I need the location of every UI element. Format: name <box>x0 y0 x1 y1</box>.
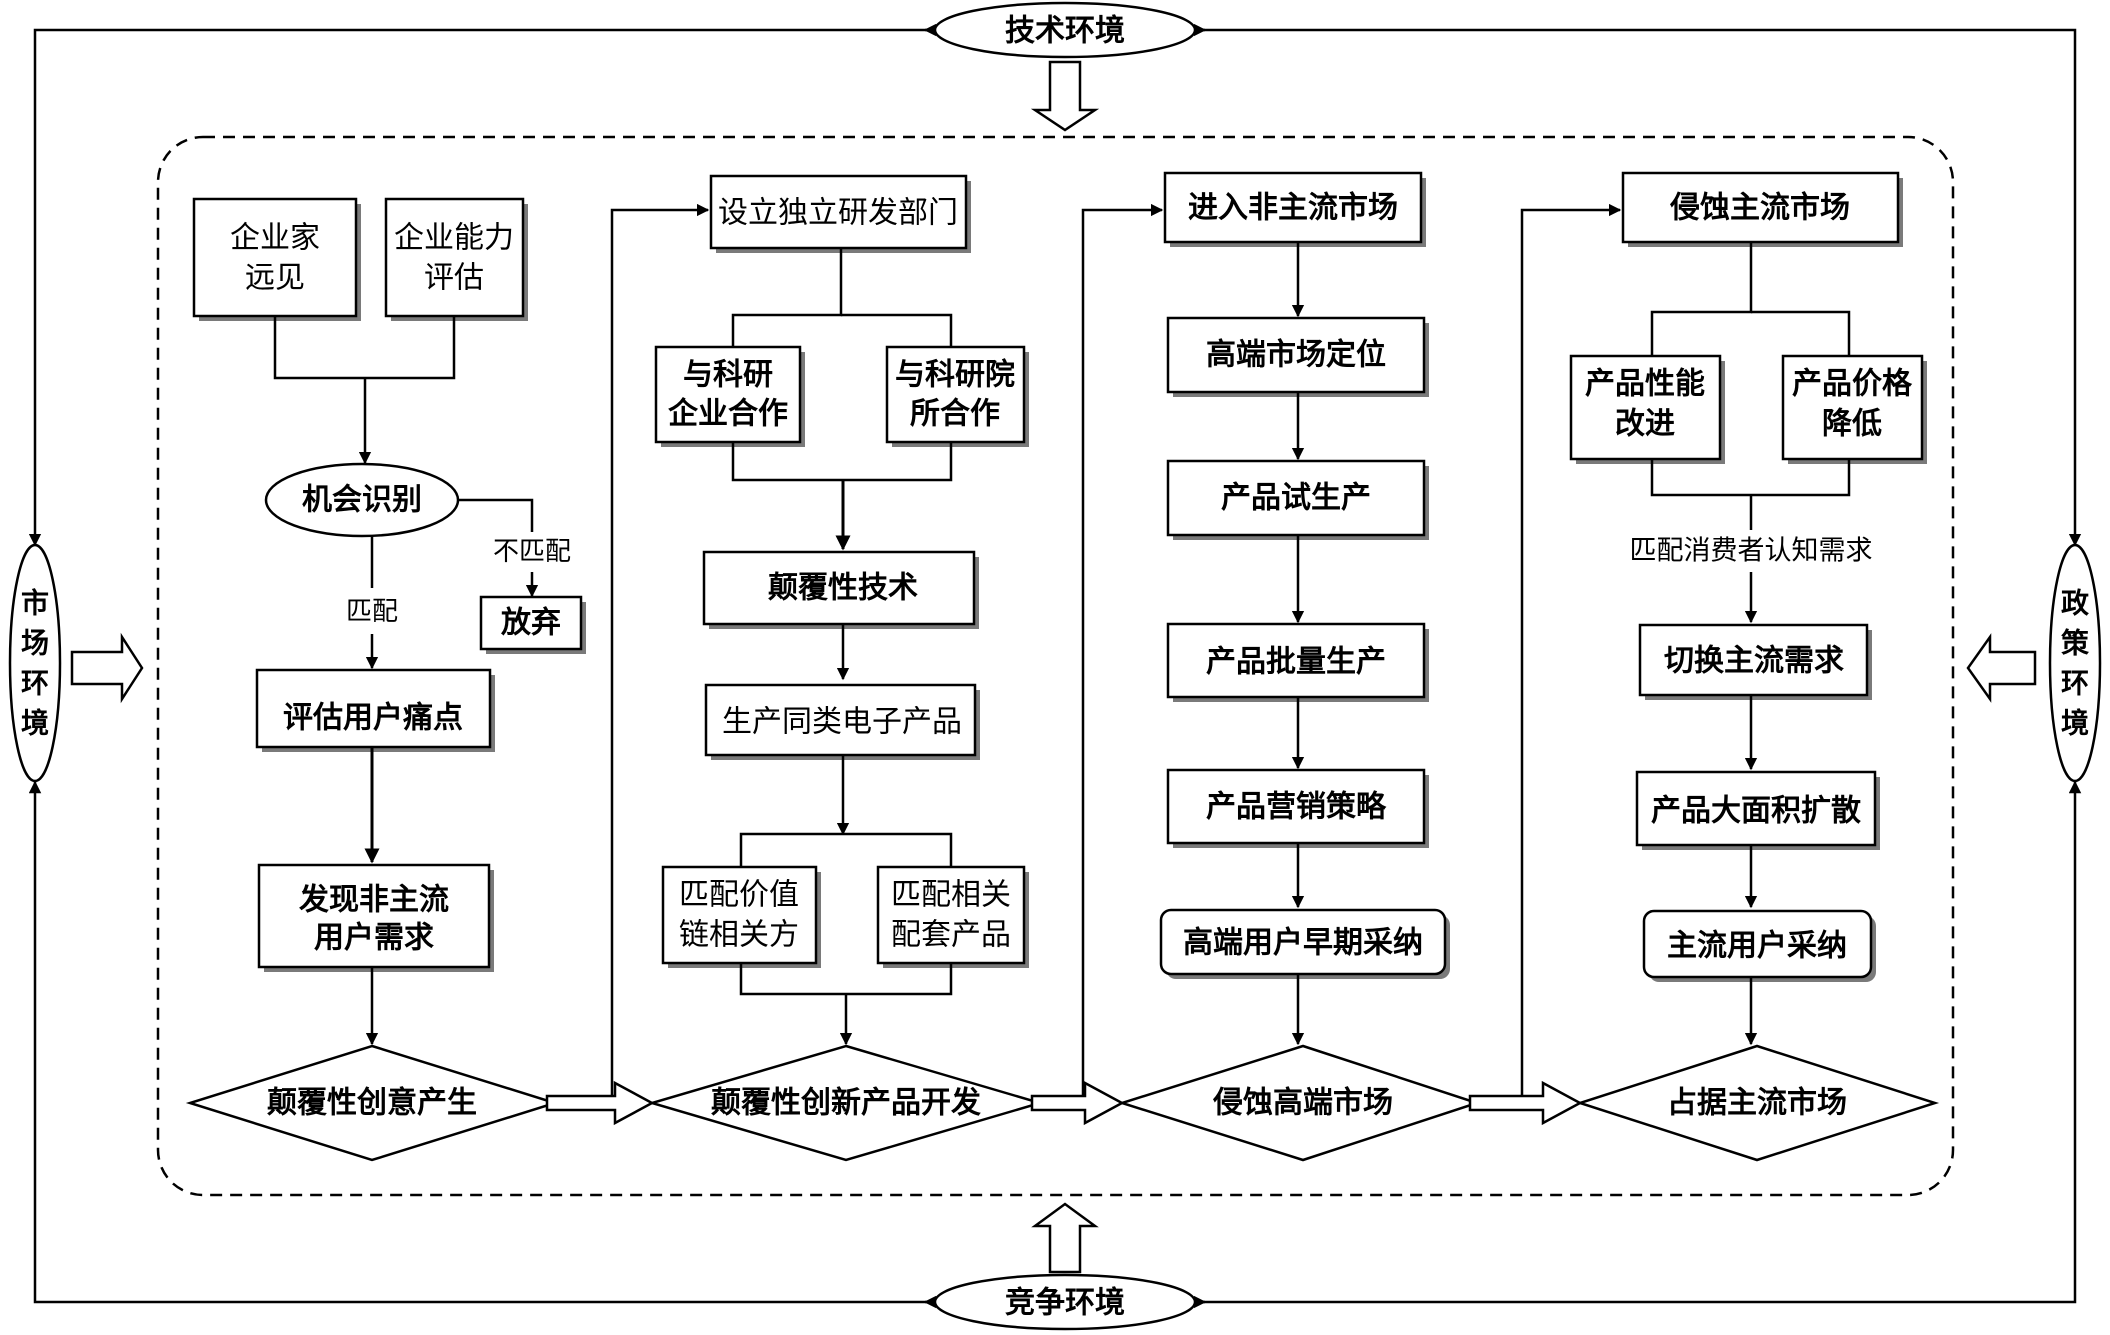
col3-positioning-box: 高端市场定位 <box>1166 316 1429 397</box>
policy-env-char-3: 环 <box>2061 667 2089 700</box>
col3-trial-label: 产品试生产 <box>1221 481 1371 516</box>
policy-env-char-1: 政 <box>2061 587 2089 620</box>
col4-switch-box: 切换主流需求 <box>1638 623 1872 700</box>
col3-adoption-box: 高端用户早期采纳 <box>1159 908 1450 979</box>
col2-tech-box: 颠覆性技术 <box>702 550 979 629</box>
col1-stage-label: 颠覆性创意产生 <box>267 1086 477 1121</box>
col2-supporting-line-2: 配套产品 <box>891 918 1011 953</box>
col4-erode-box: 侵蚀主流市场 <box>1621 171 1903 247</box>
col2-supporting-box: 匹配相关 配套产品 <box>876 865 1029 968</box>
col4-price-box: 产品价格 降低 <box>1781 354 1927 464</box>
col1-capability-line-1: 企业能力 <box>394 221 514 256</box>
col3-enter-box: 进入非主流市场 <box>1163 171 1426 247</box>
stage-arrows <box>545 1080 1583 1126</box>
col3-trial-box: 产品试生产 <box>1166 459 1429 540</box>
col3-marketing-label: 产品营销策略 <box>1206 790 1387 825</box>
tech-env-node: 技术环境 <box>933 1 1197 59</box>
col1-discover-box: 发现非主流 用户需求 <box>257 863 494 972</box>
col1-entrepreneur-box: 企业家 远见 <box>192 197 361 321</box>
col4-performance-line-1: 产品性能 <box>1585 367 1705 402</box>
inner-boundary <box>156 135 1955 1197</box>
col2-tech-label: 颠覆性技术 <box>768 571 918 606</box>
col4-stage-label: 占据主流市场 <box>1667 1086 1847 1121</box>
col2-produce-box: 生产同类电子产品 <box>704 683 980 760</box>
market-env-char-1: 市 <box>21 587 49 620</box>
col4-price-line-1: 产品价格 <box>1792 367 1913 402</box>
col2-coop-enterprise-line-1: 与科研 <box>683 358 773 393</box>
col1-discover-line-1: 发现非主流 <box>298 883 449 918</box>
col1-abandon-label: 放弃 <box>500 606 561 641</box>
col4-adoption-label: 主流用户采纳 <box>1667 929 1847 964</box>
col4-performance-box: 产品性能 改进 <box>1569 354 1725 464</box>
col3-stage-diamond: 侵蚀高端市场 <box>1117 1044 1482 1162</box>
col2-value-chain-box: 匹配价值 链相关方 <box>661 865 821 968</box>
col4-adoption-box: 主流用户采纳 <box>1642 909 1876 982</box>
col1-entrepreneur-line-2: 远见 <box>245 261 305 296</box>
col4-erode-label: 侵蚀主流市场 <box>1669 191 1850 226</box>
col2-coop-enterprise-line-2: 企业合作 <box>668 397 788 432</box>
col2-produce-label: 生产同类电子产品 <box>722 705 962 740</box>
market-env-node: 市 场 环 境 <box>8 543 62 783</box>
market-env-char-3: 环 <box>21 667 49 700</box>
col2-rd-box: 设立独立研发部门 <box>709 174 971 253</box>
col2-coop-institute-box: 与科研院 所合作 <box>885 345 1029 447</box>
col1-opportunity-label: 机会识别 <box>302 483 422 518</box>
col2-stage-diamond: 颠覆性创新产品开发 <box>647 1044 1045 1162</box>
col4-match-demand-label: 匹配消费者认知需求 <box>1630 536 1873 567</box>
col1-opportunity-node: 机会识别 <box>264 462 460 538</box>
col4-diffusion-label: 产品大面积扩散 <box>1651 794 1861 829</box>
col1-entrepreneur-line-1: 企业家 <box>230 221 320 256</box>
market-env-char-4: 境 <box>21 707 49 740</box>
col1-match-label: 匹配 <box>346 597 398 627</box>
policy-env-char-4: 境 <box>2061 707 2089 740</box>
col2-value-chain-line-2: 链相关方 <box>679 918 799 953</box>
col3-enter-label: 进入非主流市场 <box>1188 191 1398 226</box>
col2-stage-label: 颠覆性创新产品开发 <box>711 1086 981 1121</box>
col2-supporting-line-1: 匹配相关 <box>891 878 1011 913</box>
col3-stage-label: 侵蚀高端市场 <box>1212 1086 1393 1121</box>
col2-coop-enterprise-box: 与科研 企业合作 <box>654 345 805 447</box>
env-inflow-arrows <box>70 60 2037 1274</box>
environment-loop <box>28 23 2082 1309</box>
competition-env-label: 竞争环境 <box>1005 1286 1125 1321</box>
col4-performance-line-2: 改进 <box>1615 407 1675 442</box>
market-env-char-2: 场 <box>21 627 49 660</box>
policy-env-char-2: 策 <box>2061 627 2089 660</box>
col1-pain-points-box: 评估用户痛点 <box>255 668 495 752</box>
col1-discover-line-2: 用户需求 <box>314 921 434 956</box>
stage-connectors <box>610 203 1622 1096</box>
col4-switch-label: 切换主流需求 <box>1664 644 1844 679</box>
col3-positioning-label: 高端市场定位 <box>1206 338 1386 373</box>
col3-mass-box: 产品批量生产 <box>1166 622 1429 702</box>
tech-env-label: 技术环境 <box>1005 14 1125 49</box>
col4-diffusion-box: 产品大面积扩散 <box>1635 770 1880 850</box>
col3-marketing-box: 产品营销策略 <box>1166 768 1429 848</box>
col2-coop-institute-line-2: 所合作 <box>910 397 1000 432</box>
col3-mass-label: 产品批量生产 <box>1206 645 1386 680</box>
col4-price-line-2: 降低 <box>1822 407 1882 442</box>
col1-capability-box: 企业能力 评估 <box>384 197 528 321</box>
col2-value-chain-line-1: 匹配价值 <box>679 878 799 913</box>
col4-stage-diamond: 占据主流市场 <box>1575 1044 1940 1162</box>
policy-env-node: 政 策 环 境 <box>2048 543 2102 783</box>
col1-stage-diamond: 颠覆性创意产生 <box>185 1044 560 1162</box>
col1-abandon-box: 放弃 <box>479 595 586 654</box>
competition-env-node: 竞争环境 <box>933 1273 1197 1331</box>
col2-rd-label: 设立独立研发部门 <box>718 196 958 231</box>
col1-pain-points-label: 评估用户痛点 <box>283 701 463 736</box>
col3-adoption-label: 高端用户早期采纳 <box>1183 926 1423 961</box>
col2-coop-institute-line-1: 与科研院 <box>895 358 1015 393</box>
col1-capability-line-2: 评估 <box>424 261 484 296</box>
col1-mismatch-label: 不匹配 <box>493 537 571 567</box>
